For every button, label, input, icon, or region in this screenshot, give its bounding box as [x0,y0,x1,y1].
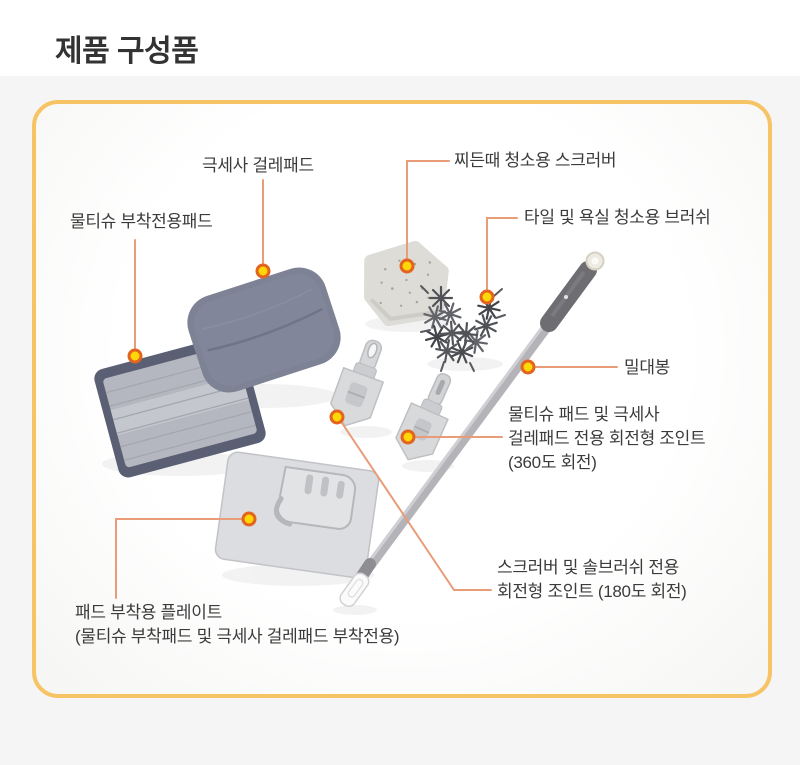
label-joint-360: 물티슈 패드 및 극세사 걸레패드 전용 회전형 조인트 (360도 회전) [508,403,706,475]
label-joint-180-line-1: 스크러버 및 솔브러쉬 전용 [497,558,680,577]
label-scrubber: 찌든때 청소용 스크러버 [454,151,617,170]
page-title: 제품 구성품 [55,35,199,68]
label-pole: 밀대봉 [624,358,671,377]
label-wetwipe-pad: 물티슈 부착전용패드 [70,212,213,231]
label-plate-line-2: (물티슈 부착패드 및 극세사 걸레패드 부착전용) [75,627,400,646]
label-joint-360-line-2: 걸레패드 전용 회전형 조인트 [508,429,706,448]
label-plate-line-1: 패드 부착용 플레이트 [75,603,222,622]
label-microfiber-pad: 극세사 걸레패드 [202,156,314,175]
label-brush: 타일 및 욕실 청소용 브러쉬 [524,208,711,227]
label-joint-180: 스크러버 및 솔브러쉬 전용 회전형 조인트 (180도 회전) [497,556,687,604]
label-plate: 패드 부착용 플레이트 (물티슈 부착패드 및 극세사 걸레패드 부착전용) [75,601,400,649]
label-joint-180-line-2: 회전형 조인트 (180도 회전) [497,582,687,601]
label-joint-360-line-1: 물티슈 패드 및 극세사 [508,405,660,424]
label-joint-360-line-3: (360도 회전) [508,453,597,472]
